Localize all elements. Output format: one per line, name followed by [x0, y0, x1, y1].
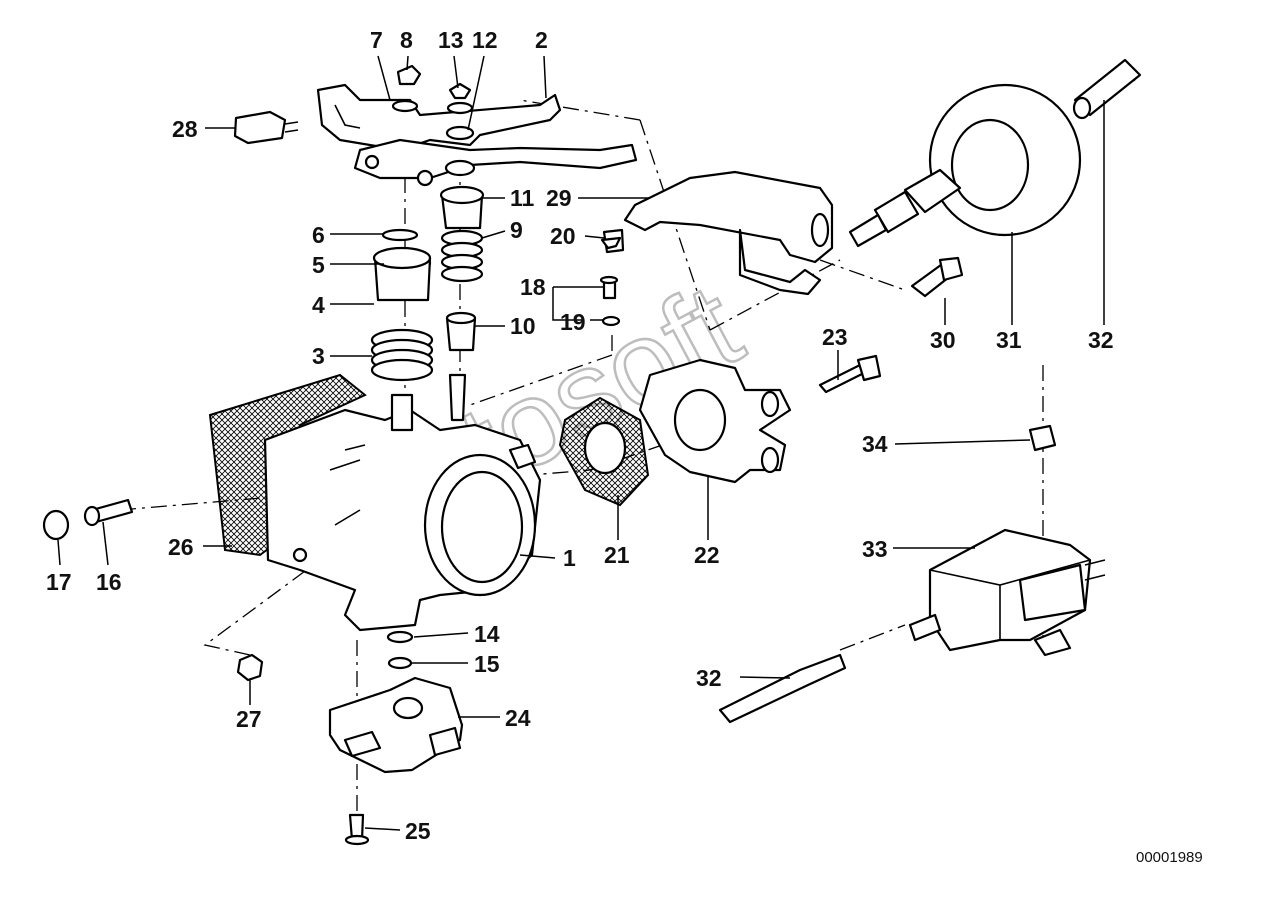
- callout-6: 6: [312, 222, 325, 248]
- callout-22: 22: [694, 542, 720, 568]
- callout-21: 21: [604, 542, 630, 568]
- lower-washers: [386, 630, 414, 670]
- leader-lines: [57, 55, 1105, 831]
- cap-nut: [1028, 424, 1057, 452]
- document-number: 00001989: [1136, 849, 1203, 866]
- throttle-lever-assembly: [316, 83, 638, 187]
- solenoid-valve: [908, 528, 1106, 657]
- flange-gasket: [558, 396, 650, 507]
- callout-28: 28: [172, 116, 198, 142]
- callout-15: 15: [474, 651, 500, 677]
- callout-17: 17: [46, 569, 72, 595]
- callout-19: 19: [560, 309, 586, 335]
- cap-bolt-washer: [599, 228, 625, 327]
- callout-14: 14: [474, 621, 500, 647]
- callout-20: 20: [550, 223, 576, 249]
- mounting-screw: [818, 354, 882, 394]
- callout-26: 26: [168, 534, 194, 560]
- mounting-bracket: [623, 170, 834, 296]
- callout-30: 30: [930, 327, 956, 353]
- callout-9: 9: [510, 217, 523, 243]
- sleeve-spring-stack: [370, 228, 434, 382]
- intermediate-flange: [638, 358, 792, 484]
- callout-29: 29: [546, 185, 572, 211]
- vacuum-actuator: [848, 83, 1082, 248]
- nut-washer-stack-right: [445, 82, 475, 141]
- callout-13: 13: [438, 27, 464, 53]
- callout-24: 24: [505, 705, 531, 731]
- callout-18: 18: [520, 274, 546, 300]
- callout-7: 7: [370, 27, 383, 53]
- throttle-position-switch: [328, 676, 464, 774]
- nut-washer-stack-left: [391, 64, 422, 113]
- callout-11: 11: [510, 185, 535, 211]
- hex-nut: [236, 653, 264, 682]
- callout-25: 25: [405, 818, 431, 844]
- callout-10: 10: [510, 313, 536, 339]
- callout-3: 3: [312, 343, 325, 369]
- callout-12: 12: [472, 27, 498, 53]
- hex-bolt: [910, 256, 964, 298]
- callout-5: 5: [312, 252, 325, 278]
- callout-4: 4: [312, 292, 325, 318]
- callout-1: 1: [563, 545, 576, 571]
- return-spring-stack: [439, 159, 485, 352]
- throttle-housing: [263, 373, 542, 632]
- callout-2: 2: [535, 27, 548, 53]
- relay-connector: [233, 110, 299, 145]
- callout-23: 23: [822, 324, 848, 350]
- callout-8: 8: [400, 27, 413, 53]
- callout-27: 27: [236, 706, 262, 732]
- callout-34: 34: [862, 431, 888, 457]
- callout-32-lower: 32: [696, 665, 722, 691]
- plug-cap-and-screw: [42, 498, 134, 541]
- vacuum-hose-lower: [718, 653, 847, 724]
- lower-screw: [344, 813, 370, 846]
- vacuum-hose-upper: [1072, 58, 1142, 120]
- callout-33: 33: [862, 536, 888, 562]
- callout-32-upper: 32: [1088, 327, 1114, 353]
- callout-16: 16: [96, 569, 122, 595]
- callout-labels: 7 8 13 12 2 28 29 11 6 20 9 5 18 4 19 10…: [46, 27, 1114, 844]
- callout-31: 31: [996, 327, 1022, 353]
